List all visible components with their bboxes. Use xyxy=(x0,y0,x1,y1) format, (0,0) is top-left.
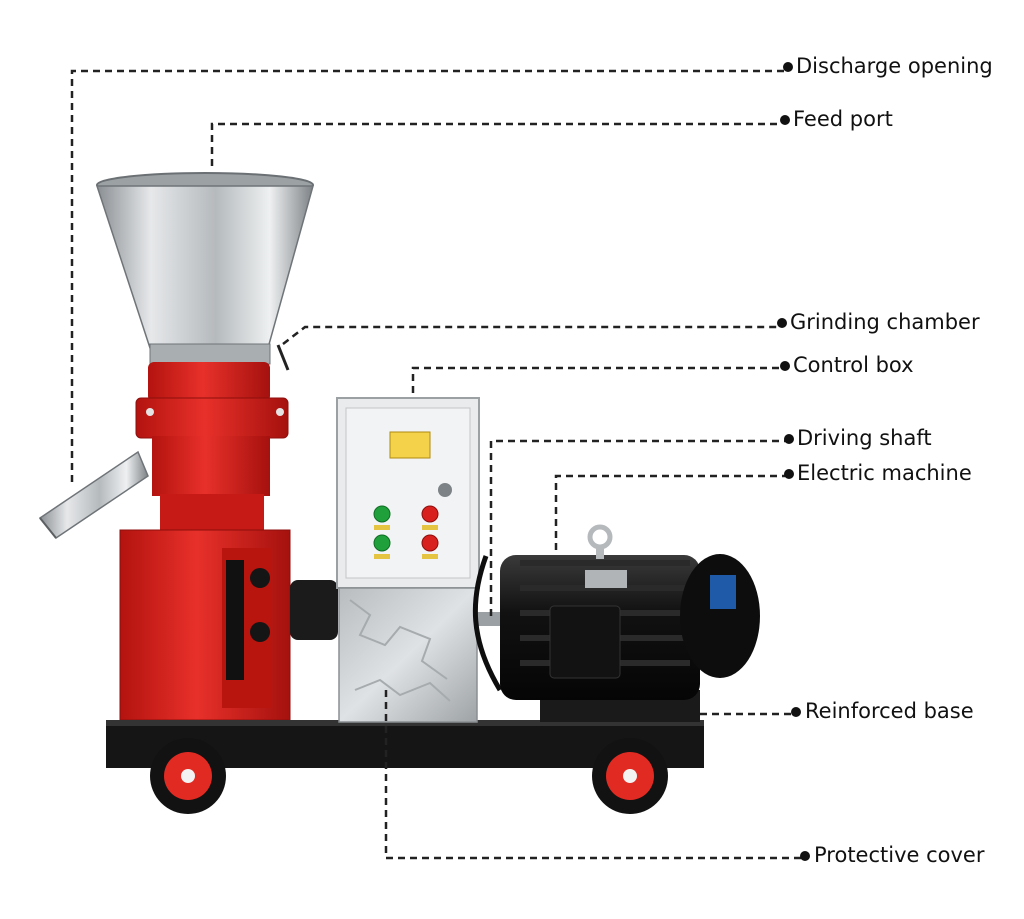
leader-driving-shaft xyxy=(489,439,785,616)
label-electric-machine: Electric machine xyxy=(797,461,972,485)
electric-motor xyxy=(500,524,760,700)
label-feed-port: Feed port xyxy=(793,107,893,131)
driving-shaft xyxy=(472,555,503,692)
callout-dots xyxy=(777,62,810,861)
dot-electric-machine xyxy=(784,469,794,479)
dot-grinding-chamber xyxy=(777,318,787,328)
leader-discharge-opening xyxy=(70,69,784,482)
label-driving-shaft: Driving shaft xyxy=(797,426,932,450)
machine-housing xyxy=(119,529,338,721)
leader-electric-machine xyxy=(554,474,785,550)
protective-cover xyxy=(338,587,478,723)
leader-control-box xyxy=(411,366,781,393)
control-box xyxy=(336,397,480,589)
label-reinforced-base: Reinforced base xyxy=(805,699,974,723)
discharge-chute xyxy=(38,450,149,540)
grinding-chamber xyxy=(135,344,290,534)
rear-wheel xyxy=(592,738,668,814)
label-grinding-chamber: Grinding chamber xyxy=(790,310,980,334)
leader-lines xyxy=(70,69,801,860)
dot-driving-shaft xyxy=(784,434,794,444)
dot-discharge-opening xyxy=(783,62,793,72)
dot-reinforced-base xyxy=(791,707,801,717)
leader-feed-port xyxy=(210,122,781,166)
leader-grinding-chamber xyxy=(282,325,778,345)
dot-control-box xyxy=(780,361,790,371)
label-protective-cover: Protective cover xyxy=(814,843,985,867)
dot-protective-cover xyxy=(800,851,810,861)
label-discharge-opening: Discharge opening xyxy=(796,54,993,78)
feed-hopper xyxy=(95,172,314,365)
dot-feed-port xyxy=(780,115,790,125)
leader-protective-cover xyxy=(384,690,801,860)
front-wheel xyxy=(150,738,226,814)
label-control-box: Control box xyxy=(793,353,914,377)
